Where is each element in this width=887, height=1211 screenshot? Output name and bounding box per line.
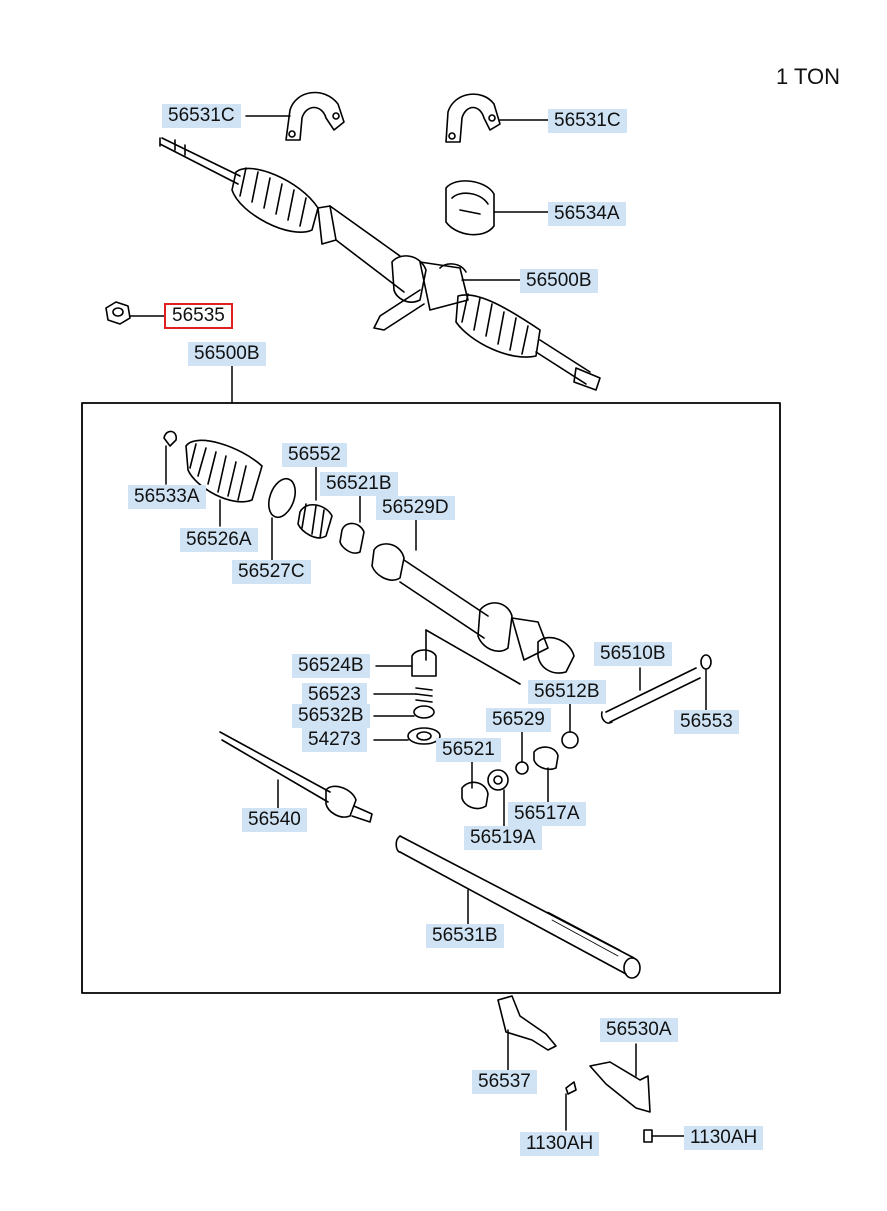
clamp-bracket-right-illustration [445, 93, 501, 143]
exploded-parts-illustration [163, 430, 712, 979]
callout-56512b[interactable]: 56512B [528, 680, 606, 704]
callout-56532b[interactable]: 56532B [292, 704, 370, 728]
callout-56533a[interactable]: 56533A [128, 485, 206, 509]
callout-54273[interactable]: 54273 [302, 728, 367, 752]
bottom-parts-illustration [497, 995, 653, 1143]
callout-56500b-assembly[interactable]: 56500B [188, 342, 266, 366]
callout-56521b[interactable]: 56521B [320, 472, 398, 496]
callout-56531c-right[interactable]: 56531C [548, 109, 627, 133]
clamp-bracket-left-illustration [285, 91, 345, 141]
callout-56529[interactable]: 56529 [486, 708, 551, 732]
callout-1130ah-left[interactable]: 1130AH [520, 1132, 600, 1156]
mounting-bushing-illustration [445, 180, 495, 236]
callout-56537[interactable]: 56537 [472, 1070, 537, 1094]
callout-56517a[interactable]: 56517A [508, 802, 586, 826]
callout-56531b[interactable]: 56531B [426, 924, 504, 948]
page-title: 1 TON [776, 64, 840, 89]
exploded-view-frame [81, 402, 781, 994]
leader-lines [129, 115, 707, 1137]
callout-56500b-top[interactable]: 56500B [520, 269, 598, 293]
callout-56531c-left[interactable]: 56531C [162, 104, 241, 128]
callout-1130ah-right[interactable]: 1130AH [684, 1126, 764, 1150]
callout-56519a[interactable]: 56519A [464, 826, 542, 850]
callout-56521[interactable]: 56521 [436, 738, 501, 762]
callout-56535-selected[interactable]: 56535 [164, 303, 233, 329]
callout-56530a[interactable]: 56530A [600, 1018, 678, 1042]
callout-56553[interactable]: 56553 [674, 710, 739, 734]
callout-56540[interactable]: 56540 [242, 808, 307, 832]
callout-56534a[interactable]: 56534A [548, 202, 626, 226]
callout-56523[interactable]: 56523 [302, 683, 367, 707]
nut-illustration [105, 301, 131, 325]
callout-56524b[interactable]: 56524B [292, 654, 370, 678]
callout-56552[interactable]: 56552 [282, 443, 347, 467]
callout-56529d[interactable]: 56529D [376, 496, 455, 520]
callout-56526a[interactable]: 56526A [180, 528, 258, 552]
callout-56527c[interactable]: 56527C [232, 560, 311, 584]
callout-56510b[interactable]: 56510B [594, 642, 672, 666]
steering-gear-assembly-illustration [159, 137, 601, 391]
